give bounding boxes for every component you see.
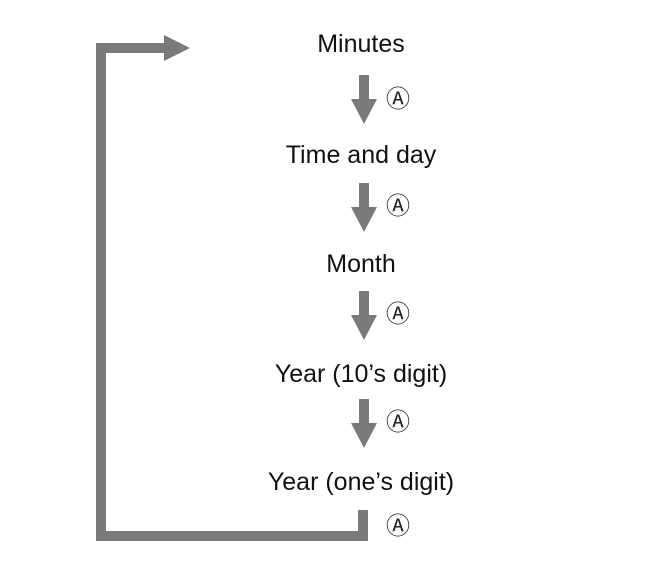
button-a-icon: Ⓐ xyxy=(386,301,410,328)
step-minutes: Minutes xyxy=(317,30,405,58)
step-month: Month xyxy=(326,250,396,278)
down-arrow-4 xyxy=(351,399,377,448)
button-a-icon: Ⓐ xyxy=(386,513,410,540)
down-arrow-1 xyxy=(351,75,377,124)
button-a-icon: Ⓐ xyxy=(386,86,410,113)
down-arrow-2 xyxy=(351,183,377,232)
down-arrow-3 xyxy=(351,291,377,340)
loop-back-arrow xyxy=(96,35,368,541)
step-year-ones: Year (one’s digit) xyxy=(267,468,455,496)
button-a-icon: Ⓐ xyxy=(386,193,410,220)
button-a-icon: Ⓐ xyxy=(386,409,410,436)
step-time-and-day: Time and day xyxy=(285,141,437,169)
step-year-tens: Year (10’s digit) xyxy=(274,360,448,388)
